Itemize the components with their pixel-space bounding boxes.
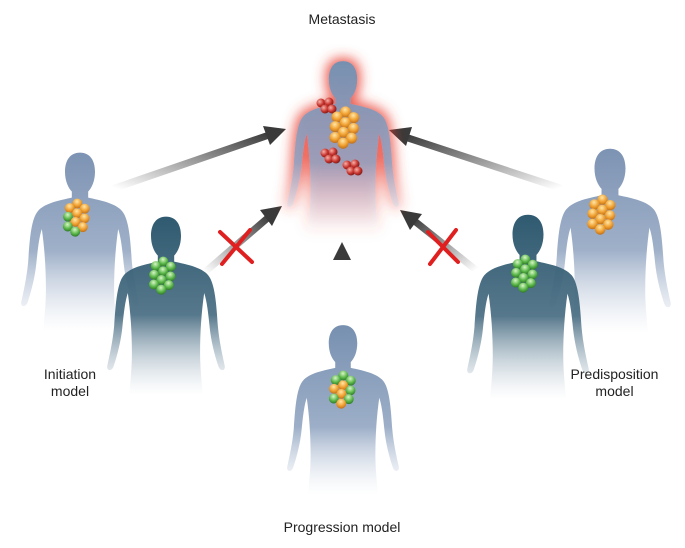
progression-model-label: Progression model <box>283 519 401 535</box>
predisposition-label-line2: model <box>595 383 634 399</box>
arrow-predisposition-to-metastasis <box>389 127 564 192</box>
figure-predisposition-light <box>549 148 671 334</box>
predisposition-label-line1: Predisposition <box>570 366 659 382</box>
initiation-model-label: Initiation model <box>20 366 120 400</box>
initiation-label-line1: Initiation <box>43 366 97 382</box>
arrow-initiation-to-metastasis <box>111 126 286 192</box>
figure-progression <box>287 325 399 495</box>
arrow-progression-to-metastasis <box>333 242 351 306</box>
blocked-x-icon-right <box>426 228 460 266</box>
initiation-label-line2: model <box>50 383 90 399</box>
metastasis-label: Metastasis <box>308 11 376 27</box>
predisposition-model-label: Predisposition model <box>552 366 677 400</box>
blocked-x-icon-left <box>218 228 254 266</box>
